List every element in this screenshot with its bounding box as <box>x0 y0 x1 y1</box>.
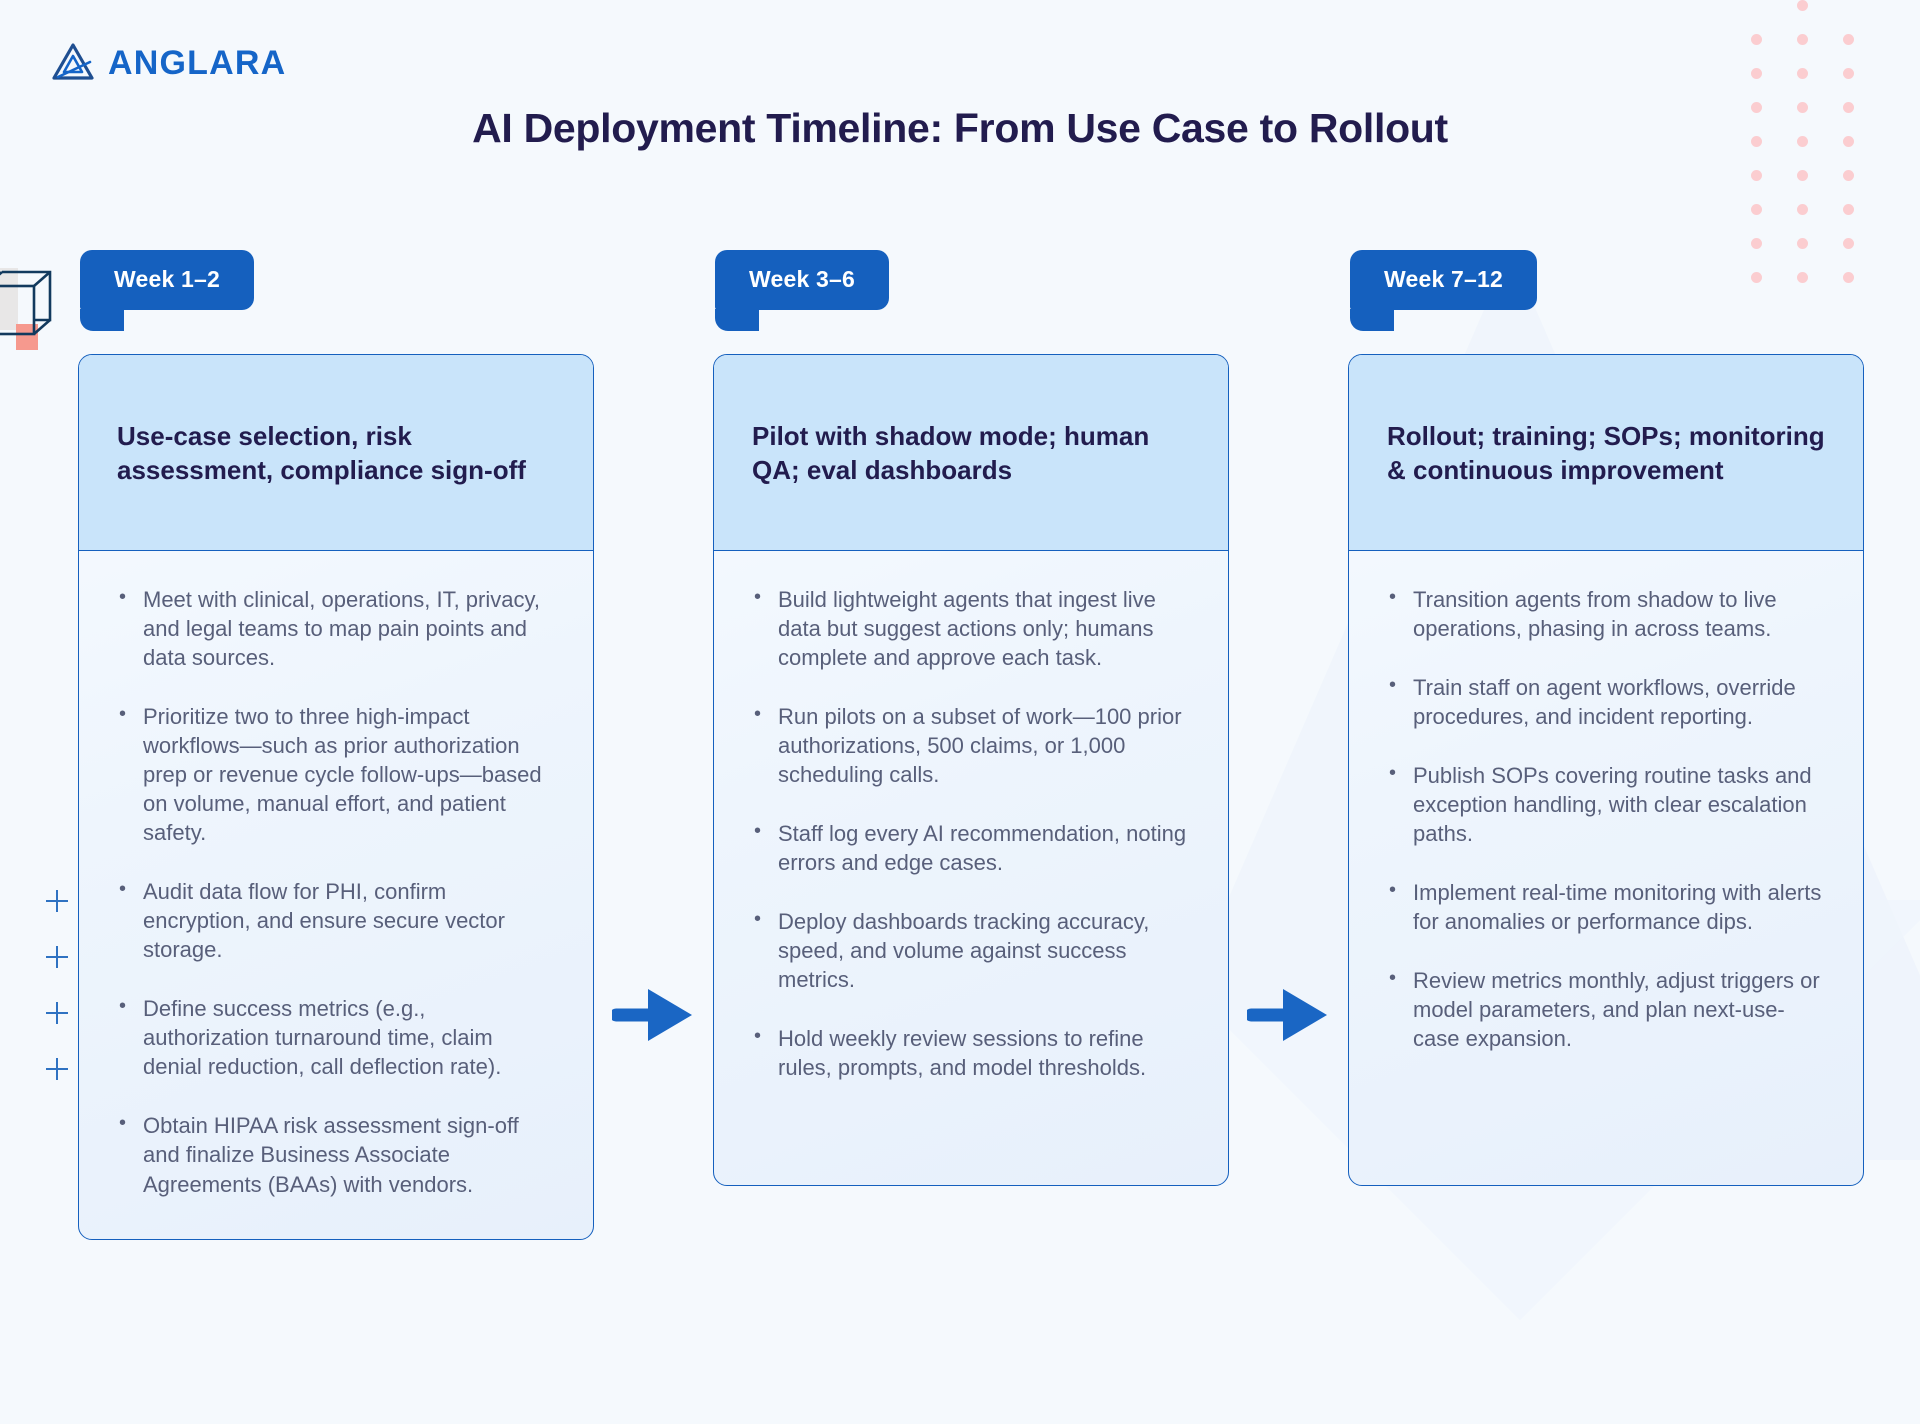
dot <box>1843 272 1854 283</box>
dot <box>1751 68 1762 79</box>
stage-card-header: Pilot with shadow mode; human QA; eval d… <box>714 355 1228 551</box>
dot <box>1751 238 1762 249</box>
stage-card-body: Build lightweight agents that ingest liv… <box>714 551 1228 1122</box>
right-arrow-icon <box>611 986 696 1044</box>
timeline-stage-3: Week 7–12 Rollout; training; SOPs; monit… <box>1348 250 1864 1186</box>
stage-card-header: Use-case selection, risk assessment, com… <box>79 355 593 551</box>
timeline-stage-1: Week 1–2 Use-case selection, risk assess… <box>78 250 594 1240</box>
stage-badge: Week 7–12 <box>1350 250 1538 331</box>
stage-heading: Use-case selection, risk assessment, com… <box>117 421 526 485</box>
timeline-row: Week 1–2 Use-case selection, risk assess… <box>78 250 1864 1240</box>
list-item: Review metrics monthly, adjust triggers … <box>1383 965 1823 1053</box>
dot <box>1797 34 1808 45</box>
list-item: Prioritize two to three high-impact work… <box>113 701 553 847</box>
right-arrow-icon <box>1246 986 1331 1044</box>
stage-card-body: Transition agents from shadow to live op… <box>1349 551 1863 1093</box>
connector-arrow-2 <box>1229 250 1348 1240</box>
list-item: Hold weekly review sessions to refine ru… <box>748 1023 1188 1082</box>
stage-heading: Pilot with shadow mode; human QA; eval d… <box>752 421 1150 485</box>
stage-heading: Rollout; training; SOPs; monitoring & co… <box>1387 421 1825 485</box>
cube-pink-square <box>16 324 38 350</box>
stage-card-body: Meet with clinical, operations, IT, priv… <box>79 551 593 1239</box>
page-title: AI Deployment Timeline: From Use Case to… <box>472 105 1448 151</box>
list-item: Transition agents from shadow to live op… <box>1383 584 1823 643</box>
list-item: Train staff on agent workflows, override… <box>1383 672 1823 731</box>
list-item: Staff log every AI recommendation, notin… <box>748 818 1188 877</box>
dot <box>1843 136 1854 147</box>
stage-bullet-list: Build lightweight agents that ingest liv… <box>748 584 1188 1082</box>
plus-icon <box>46 1058 68 1080</box>
stage-card: Rollout; training; SOPs; monitoring & co… <box>1348 354 1864 1186</box>
timeline-stage-2: Week 3–6 Pilot with shadow mode; human Q… <box>713 250 1229 1186</box>
list-item: Publish SOPs covering routine tasks and … <box>1383 760 1823 848</box>
dot <box>1797 68 1808 79</box>
stage-bullet-list: Transition agents from shadow to live op… <box>1383 584 1823 1053</box>
dot <box>1797 238 1808 249</box>
plus-icon <box>46 946 68 968</box>
stage-bullet-list: Meet with clinical, operations, IT, priv… <box>113 584 553 1199</box>
dot <box>1751 204 1762 215</box>
pink-dot-grid-decor <box>1751 0 1889 306</box>
list-item: Implement real-time monitoring with aler… <box>1383 877 1823 936</box>
list-item: Obtain HIPAA risk assessment sign-off an… <box>113 1110 553 1198</box>
stage-card-header: Rollout; training; SOPs; monitoring & co… <box>1349 355 1863 551</box>
dot <box>1751 102 1762 113</box>
list-item: Build lightweight agents that ingest liv… <box>748 584 1188 672</box>
dot <box>1843 204 1854 215</box>
anglara-triangle-logo-icon <box>52 42 94 84</box>
stage-card: Use-case selection, risk assessment, com… <box>78 354 594 1240</box>
dot <box>1797 272 1808 283</box>
dot <box>1797 0 1808 11</box>
list-item: Meet with clinical, operations, IT, priv… <box>113 584 553 672</box>
stage-card: Pilot with shadow mode; human QA; eval d… <box>713 354 1229 1186</box>
wireframe-cube-icon <box>0 268 64 358</box>
dot <box>1797 136 1808 147</box>
plus-icon <box>46 890 68 912</box>
cube-grey-square <box>0 268 18 330</box>
list-item: Deploy dashboards tracking accuracy, spe… <box>748 906 1188 994</box>
stage-badge: Week 3–6 <box>715 250 890 331</box>
dot <box>1843 170 1854 181</box>
dot <box>1843 68 1854 79</box>
dot <box>1751 272 1762 283</box>
dot <box>1797 102 1808 113</box>
dot <box>1843 34 1854 45</box>
plus-icon <box>46 1002 68 1024</box>
stage-badge: Week 1–2 <box>80 250 255 331</box>
dot <box>1751 34 1762 45</box>
brand-logo: ANGLARA <box>52 42 286 84</box>
dot <box>1751 136 1762 147</box>
list-item: Run pilots on a subset of work—100 prior… <box>748 701 1188 789</box>
brand-name: ANGLARA <box>108 44 287 82</box>
list-item: Audit data flow for PHI, confirm encrypt… <box>113 876 553 964</box>
dot <box>1843 102 1854 113</box>
dot <box>1797 170 1808 181</box>
connector-arrow-1 <box>594 250 713 1240</box>
dot <box>1843 238 1854 249</box>
dot <box>1797 204 1808 215</box>
dot <box>1751 170 1762 181</box>
plus-marks-decor <box>46 890 68 1114</box>
list-item: Define success metrics (e.g., authorizat… <box>113 993 553 1081</box>
